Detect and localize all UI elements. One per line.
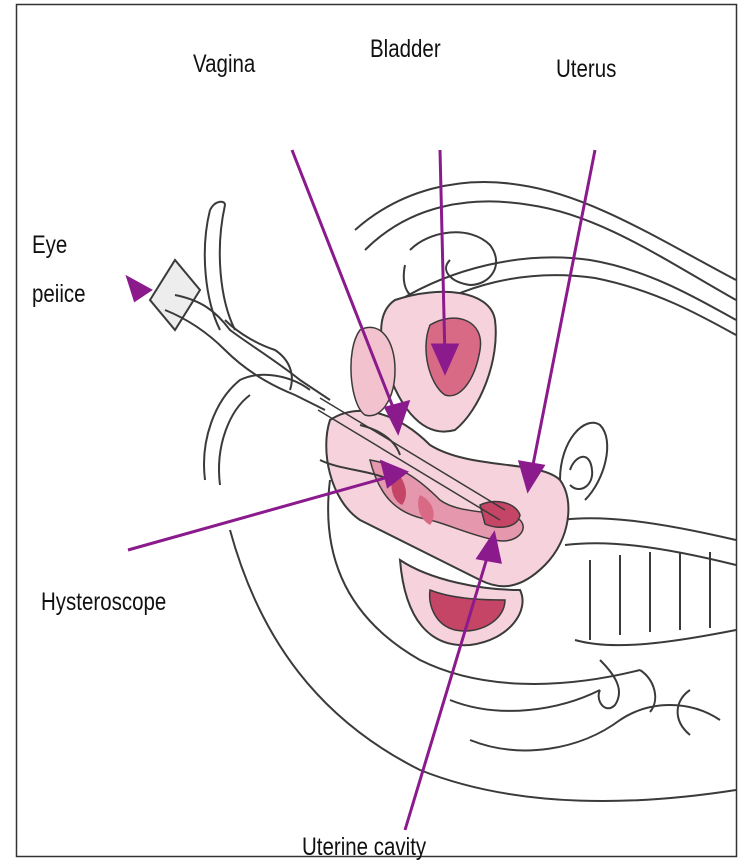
label-bladder: Bladder — [370, 37, 441, 62]
arrow-eye-piece — [128, 278, 150, 300]
label-vagina: Vagina — [193, 52, 255, 77]
label-hysteroscope: Hysteroscope — [41, 590, 166, 615]
label-eye-piece-line2: peiice — [32, 282, 86, 307]
arrow-vagina — [292, 150, 398, 420]
label-uterine-cavity: Uterine cavity — [302, 835, 426, 860]
arrow-uterus — [531, 150, 595, 475]
label-eye-piece-line1: Eye — [32, 233, 67, 258]
label-uterus: Uterus — [556, 57, 616, 82]
